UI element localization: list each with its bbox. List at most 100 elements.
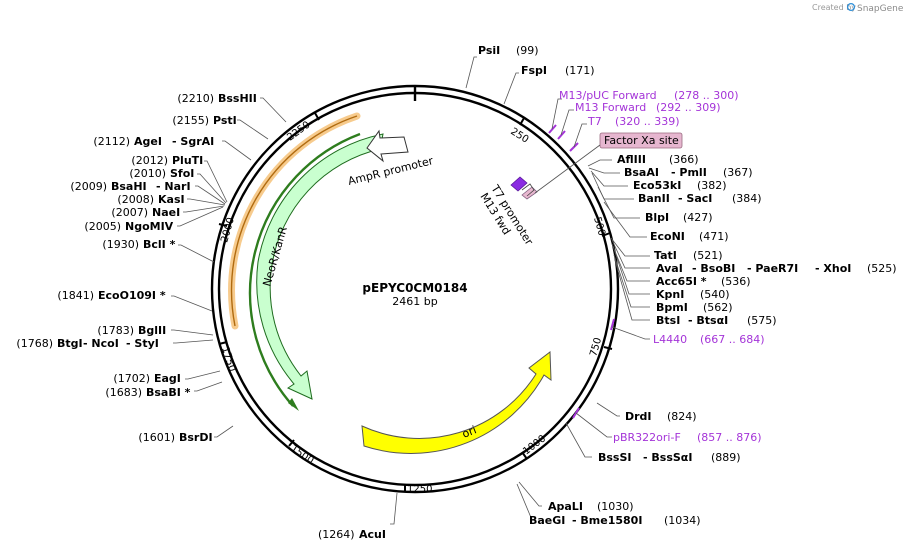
site-bsssi-pos: (889) bbox=[711, 451, 741, 464]
primer-pbr322ori-range: (857 .. 876) bbox=[697, 431, 762, 444]
neor-kanr-feature[interactable] bbox=[256, 133, 384, 400]
site-ecoo109i[interactable]: EcoO109I * bbox=[98, 289, 166, 302]
site-fspi[interactable]: FspI bbox=[521, 64, 547, 77]
credit-prefix: Created by bbox=[812, 3, 856, 12]
site-acui[interactable]: AcuI bbox=[359, 528, 386, 541]
site-bglii[interactable]: BglII bbox=[138, 324, 166, 337]
site-banii[interactable]: BanII bbox=[638, 192, 670, 205]
site-pmli[interactable]: - PmlI bbox=[671, 166, 707, 179]
factor-xa-leader bbox=[534, 144, 601, 194]
site-bsaai[interactable]: BsaAI bbox=[624, 166, 659, 179]
site-bsssai[interactable]: - BssSαI bbox=[643, 451, 692, 464]
site-bpmi[interactable]: BpmI bbox=[656, 301, 688, 314]
site-ncoi[interactable]: - NcoI bbox=[83, 337, 119, 350]
site-banii-pos: (384) bbox=[732, 192, 762, 205]
site-eagi-pos: (1702) bbox=[113, 372, 150, 385]
site-agei[interactable]: AgeI bbox=[134, 135, 162, 148]
site-baegi[interactable]: BaeGI bbox=[529, 514, 565, 527]
site-avai[interactable]: AvaI bbox=[656, 262, 683, 275]
site-bsahi[interactable]: BsaHI bbox=[111, 180, 147, 193]
site-sfoi[interactable]: SfoI bbox=[170, 167, 194, 180]
primer-m13-forward-range: (292 .. 309) bbox=[656, 101, 721, 114]
t7-leader bbox=[573, 123, 587, 148]
site-bsssi[interactable]: BssSI bbox=[598, 451, 632, 464]
site-kpni[interactable]: KpnI bbox=[656, 288, 684, 301]
site-bglii-pos: (1783) bbox=[97, 324, 134, 337]
tick-label-1250: 1250 bbox=[407, 484, 432, 495]
pbr322ori-leader bbox=[575, 412, 612, 438]
primer-m13-forward-name: M13 Forward bbox=[575, 101, 646, 114]
site-fspi-pos: (171) bbox=[565, 64, 595, 77]
tick-marks bbox=[218, 112, 613, 492]
site-ecoo109i-pos: (1841) bbox=[57, 289, 94, 302]
site-econi[interactable]: EcoNI bbox=[650, 230, 685, 243]
primer-m13-puc-range: (278 .. 300) bbox=[674, 89, 739, 102]
site-sgrai[interactable]: - SgrAI bbox=[172, 135, 214, 148]
site-ngomiv-pos: (2005) bbox=[84, 220, 121, 233]
site-btgi[interactable]: BtgI bbox=[57, 337, 83, 350]
tick-label-500: 500 bbox=[591, 216, 607, 237]
site-psti-pos: (2155) bbox=[172, 114, 209, 127]
primer-t7-range: (320 .. 339) bbox=[615, 115, 680, 128]
tick-label-2000: 2000 bbox=[219, 216, 237, 243]
site-bsabi-pos: (1683) bbox=[105, 386, 142, 399]
site-psti[interactable]: PstI bbox=[213, 114, 237, 127]
site-styi[interactable]: - StyI bbox=[126, 337, 159, 350]
site-paer7i[interactable]: - PaeR7I bbox=[747, 262, 798, 275]
site-leaders-left bbox=[171, 97, 287, 438]
site-bcli[interactable]: BclI * bbox=[143, 238, 176, 251]
site-blpi[interactable]: BlpI bbox=[645, 211, 669, 224]
site-bsrdi[interactable]: BsrDI bbox=[179, 431, 213, 444]
m13-forward-leader bbox=[560, 109, 574, 136]
site-sfoi-pos: (2010) bbox=[129, 167, 166, 180]
site-tati[interactable]: TatI bbox=[654, 249, 677, 262]
site-eagi[interactable]: EagI bbox=[154, 372, 181, 385]
site-btsai[interactable]: - BtsαI bbox=[688, 314, 728, 327]
site-bsahi-pos: (2009) bbox=[70, 180, 107, 193]
credit-brand: SnapGene bbox=[857, 4, 904, 14]
tick-label-1500: 1500 bbox=[288, 443, 315, 466]
factor-xa-box[interactable] bbox=[599, 132, 683, 149]
site-naei[interactable]: NaeI bbox=[152, 206, 180, 219]
site-saci[interactable]: - SacI bbox=[678, 192, 712, 205]
site-kpni-pos: (540) bbox=[700, 288, 730, 301]
ori-label: ori bbox=[460, 423, 478, 440]
primer-l4440-name: L4440 bbox=[653, 333, 687, 346]
site-nari[interactable]: - NarI bbox=[156, 180, 191, 193]
primer-t7-name: T7 bbox=[587, 115, 602, 128]
site-drdi[interactable]: DrdI bbox=[625, 410, 652, 423]
m13-fwd-feature[interactable] bbox=[510, 176, 528, 192]
t7-promoter-feature[interactable] bbox=[521, 183, 535, 197]
site-bme1580i[interactable]: - Bme1580I bbox=[572, 514, 642, 527]
site-kasi[interactable]: KasI bbox=[158, 193, 185, 206]
site-psii-pos: (99) bbox=[516, 44, 539, 57]
site-afliii-pos: (366) bbox=[669, 153, 699, 166]
site-bsabi[interactable]: BsaBI * bbox=[146, 386, 191, 399]
site-bsaai-pos: (367) bbox=[723, 166, 753, 179]
m13-puc-primer-mark bbox=[548, 124, 557, 134]
site-btsi[interactable]: BtsI bbox=[656, 314, 680, 327]
site-xhoi[interactable]: - XhoI bbox=[815, 262, 851, 275]
site-bsshii-pos: (2210) bbox=[177, 92, 214, 105]
site-ngomiv[interactable]: NgoMIV bbox=[125, 220, 174, 233]
site-bsshii[interactable]: BssHII bbox=[218, 92, 257, 105]
ampr-promoter-label: AmpR promoter bbox=[347, 154, 435, 188]
site-acc65i[interactable]: Acc65I * bbox=[656, 275, 707, 288]
site-bpmi-pos: (562) bbox=[703, 301, 733, 314]
ori-feature[interactable] bbox=[361, 351, 552, 454]
site-acc65i-pos: (536) bbox=[721, 275, 751, 288]
m13-puc-leader bbox=[551, 98, 562, 130]
m13-forward-primer-mark bbox=[557, 130, 566, 140]
site-bsobi[interactable]: - BsoBI bbox=[692, 262, 735, 275]
site-psii[interactable]: PsiI bbox=[478, 44, 500, 57]
ampr-promoter-feature[interactable] bbox=[366, 129, 409, 163]
site-pluti[interactable]: PluTI bbox=[172, 154, 203, 167]
site-eco53ki[interactable]: Eco53kI bbox=[633, 179, 681, 192]
site-kasi-pos: (2008) bbox=[117, 193, 154, 206]
site-afliii[interactable]: AflIII bbox=[617, 153, 646, 166]
green-arc-arrowhead bbox=[288, 398, 299, 411]
site-bcli-pos: (1930) bbox=[102, 238, 139, 251]
site-apali[interactable]: ApaLI bbox=[548, 500, 583, 513]
primer-pbr322ori-name: pBR322ori-F bbox=[613, 431, 681, 444]
